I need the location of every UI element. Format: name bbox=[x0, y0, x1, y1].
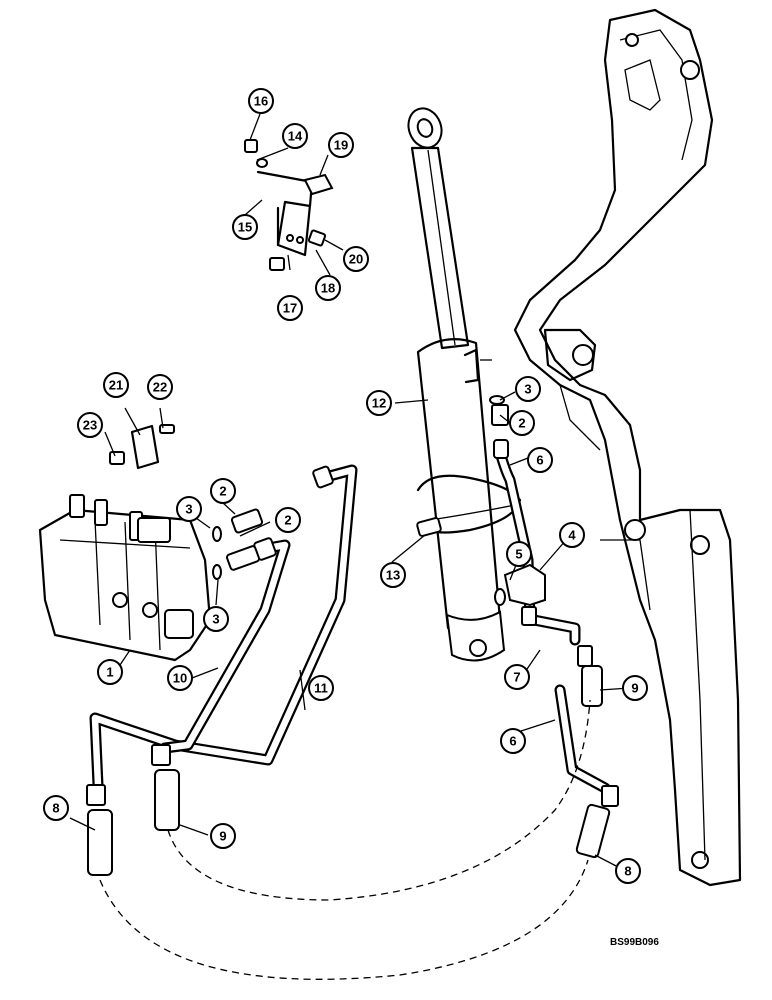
callout-17: 17 bbox=[277, 295, 303, 321]
callout-8-left: 8 bbox=[43, 795, 69, 821]
callout-5: 5 bbox=[506, 541, 532, 567]
svg-text:3: 3 bbox=[185, 502, 192, 517]
callout-1: 1 bbox=[97, 659, 123, 685]
hose-routes bbox=[99, 699, 591, 980]
svg-text:9: 9 bbox=[631, 681, 638, 696]
callout-11: 11 bbox=[308, 675, 334, 701]
boom-arm bbox=[513, 8, 742, 887]
leader-lines bbox=[69, 113, 631, 869]
callout-6-lower: 6 bbox=[500, 728, 526, 754]
hydraulic-cylinder bbox=[407, 107, 506, 662]
svg-text:12: 12 bbox=[372, 396, 386, 411]
callout-21: 21 bbox=[103, 372, 129, 398]
svg-text:17: 17 bbox=[283, 301, 297, 316]
svg-text:5: 5 bbox=[515, 547, 522, 562]
svg-text:1: 1 bbox=[106, 665, 113, 680]
callout-15: 15 bbox=[232, 214, 258, 240]
svg-text:9: 9 bbox=[219, 829, 226, 844]
callout-12: 12 bbox=[366, 390, 392, 416]
callout-22: 22 bbox=[147, 374, 173, 400]
callout-2-lower: 2 bbox=[275, 507, 301, 533]
callout-3-upper: 3 bbox=[176, 496, 202, 522]
callout-20: 20 bbox=[343, 246, 369, 272]
svg-text:8: 8 bbox=[52, 801, 59, 816]
svg-text:10: 10 bbox=[173, 671, 187, 686]
callout-2-right: 2 bbox=[509, 410, 535, 436]
callout-4: 4 bbox=[559, 522, 585, 548]
callout-10: 10 bbox=[167, 665, 193, 691]
svg-text:18: 18 bbox=[321, 281, 335, 296]
callout-3-lower: 3 bbox=[203, 606, 229, 632]
svg-text:13: 13 bbox=[386, 568, 400, 583]
callout-3-right: 3 bbox=[515, 376, 541, 402]
callout-19: 19 bbox=[328, 132, 354, 158]
svg-text:8: 8 bbox=[624, 864, 631, 879]
svg-text:2: 2 bbox=[284, 513, 291, 528]
svg-text:20: 20 bbox=[349, 252, 363, 267]
svg-text:7: 7 bbox=[513, 670, 520, 685]
svg-text:2: 2 bbox=[219, 484, 226, 499]
svg-text:16: 16 bbox=[254, 94, 268, 109]
callout-16: 16 bbox=[248, 88, 274, 114]
svg-text:15: 15 bbox=[238, 220, 252, 235]
svg-text:3: 3 bbox=[212, 612, 219, 627]
control-valve bbox=[38, 494, 212, 662]
callout-9-left: 9 bbox=[210, 823, 236, 849]
callout-6-upper: 6 bbox=[527, 447, 553, 473]
svg-text:4: 4 bbox=[568, 528, 576, 543]
svg-text:21: 21 bbox=[109, 378, 123, 393]
svg-text:19: 19 bbox=[334, 138, 348, 153]
svg-text:6: 6 bbox=[509, 734, 516, 749]
lower-bracket bbox=[109, 424, 175, 470]
svg-text:22: 22 bbox=[153, 380, 167, 395]
svg-text:11: 11 bbox=[314, 681, 328, 696]
drawing-reference: BS99B096 bbox=[610, 937, 659, 948]
svg-text:2: 2 bbox=[518, 416, 525, 431]
callout-9-right: 9 bbox=[622, 675, 648, 701]
callout-8-right: 8 bbox=[615, 858, 641, 884]
callout-13: 13 bbox=[380, 562, 406, 588]
callout-7: 7 bbox=[504, 664, 530, 690]
upper-bracket bbox=[244, 139, 334, 271]
svg-text:3: 3 bbox=[524, 382, 531, 397]
svg-text:14: 14 bbox=[288, 129, 303, 144]
fittings bbox=[86, 395, 619, 876]
callout-2-upper: 2 bbox=[210, 478, 236, 504]
svg-text:23: 23 bbox=[83, 418, 97, 433]
callout-18: 18 bbox=[315, 275, 341, 301]
callout-14: 14 bbox=[282, 123, 308, 149]
svg-text:6: 6 bbox=[536, 453, 543, 468]
callout-23: 23 bbox=[77, 412, 103, 438]
